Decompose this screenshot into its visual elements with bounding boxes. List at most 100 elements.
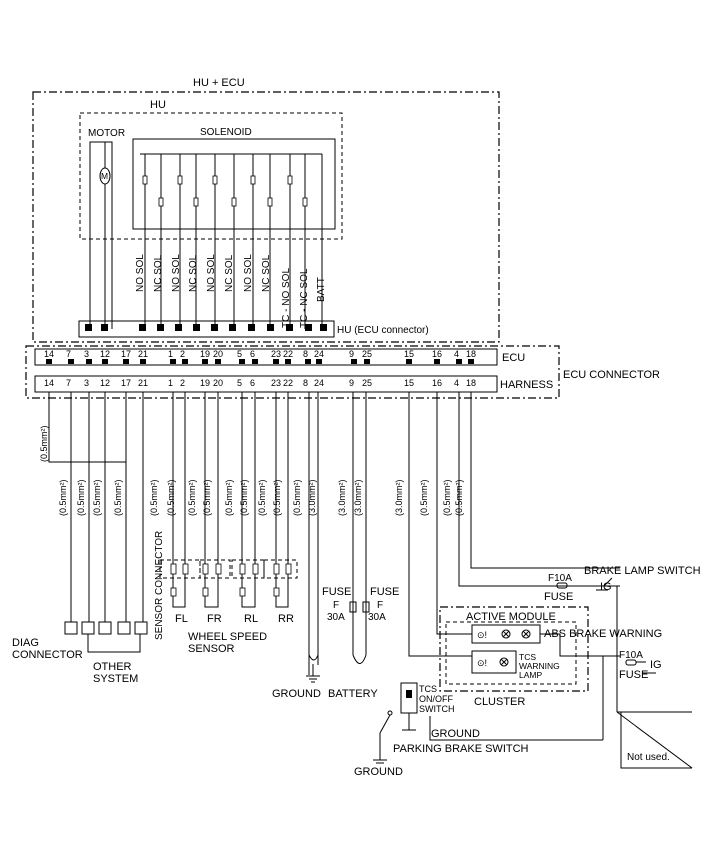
harness-pin-number: 23	[271, 378, 281, 388]
sensor-terminal	[239, 563, 246, 575]
solenoid-coil	[158, 197, 164, 207]
ecu-pin-terminal	[316, 359, 322, 364]
sensor-connector-box-fl	[159, 559, 201, 579]
ground-label: GROUND	[272, 688, 321, 700]
ecu-pin-terminal	[273, 359, 279, 364]
svg-text:⊙!: ⊙!	[477, 658, 487, 668]
solenoid-label-item: NC SOL	[153, 254, 164, 292]
ground-battery-wiring	[306, 392, 370, 683]
ecu-pin-number: 4	[454, 349, 459, 359]
solenoid-label-item: NO SOL	[135, 254, 146, 292]
solenoid-coil	[177, 175, 183, 185]
sensor-element	[202, 587, 209, 597]
solenoid-label-item: NC SOL	[224, 254, 235, 292]
not-used-label: Not used.	[627, 752, 670, 763]
wire-gauge: (3.0mm²)	[337, 480, 347, 517]
cluster-boundary	[439, 606, 589, 692]
ecu-pin-number: 18	[466, 349, 476, 359]
ecu-pin-number: 8	[303, 349, 308, 359]
ecu-pin-terminal	[406, 359, 412, 364]
hu-pin	[157, 324, 164, 331]
ecu-pin-number: 16	[432, 349, 442, 359]
wire-gauge: (0.5mm²)	[76, 480, 86, 517]
fuse-label-upper: FUSE	[544, 591, 573, 603]
ecu-pin-number: 17	[121, 349, 131, 359]
motor-label: MOTOR	[88, 128, 125, 139]
sensor-terminal	[273, 563, 280, 575]
ecu-pin-number: 23	[271, 349, 281, 359]
ecu-pin-terminal	[202, 359, 208, 364]
harness-pin-number: 17	[121, 378, 131, 388]
solenoid-coil	[287, 175, 293, 185]
harness-pin-number: 14	[44, 378, 54, 388]
harness-label: HARNESS	[500, 379, 553, 391]
solenoid-label-item: TC - NO SOL	[281, 268, 292, 328]
ecu-pin-terminal	[252, 359, 258, 364]
hu-pin	[211, 324, 218, 331]
ecu-pin-number: 25	[362, 349, 372, 359]
ecu-pin-number: 15	[404, 349, 414, 359]
ecu-pin-terminal	[456, 359, 462, 364]
wire-gauge: (0.5mm²)	[58, 480, 68, 517]
hu-label: HU	[150, 99, 166, 111]
sensor-element	[170, 587, 177, 597]
ecu-pin-number: 21	[138, 349, 148, 359]
sensor-element	[239, 587, 246, 597]
harness-pin-row	[34, 375, 498, 393]
hu-pin	[101, 324, 108, 331]
parking-brake-switch-label: PARKING BRAKE SWITCH	[393, 743, 529, 755]
wire-gauge: (0.5mm²)	[92, 480, 102, 517]
sensor-terminal	[252, 563, 259, 575]
hu-connector-pins	[85, 324, 327, 331]
solenoid-coil	[250, 175, 256, 185]
solenoid-label-item: TC - NC SOL	[299, 268, 310, 328]
harness-pin-number: 9	[349, 378, 354, 388]
ecu-pin-number: 9	[349, 349, 354, 359]
harness-pin-number: 2	[180, 378, 185, 388]
diag-bus-wire	[48, 392, 126, 463]
ecu-pin-number: 1	[168, 349, 173, 359]
hu-pin	[320, 324, 327, 331]
hu-pin	[175, 324, 182, 331]
sensor-element	[273, 587, 280, 597]
sensor-connector-box-rl	[231, 559, 265, 579]
ecu-pin-terminal	[215, 359, 221, 364]
harness-pin-number: 16	[432, 378, 442, 388]
ecu-pin-terminal	[285, 359, 291, 364]
sensor-terminal	[215, 563, 222, 575]
solenoid-label-item: NO SOL	[206, 254, 217, 292]
ecu-pin-terminal	[86, 359, 92, 364]
sensor-connector-box-rr	[263, 559, 298, 579]
sensor-connector-label: SENSOR CONNECTOR	[154, 531, 165, 640]
wire-gauge: (0.5mm²)	[419, 480, 429, 517]
ecu-pin-terminal	[102, 359, 108, 364]
solenoid-label: SOLENOID	[200, 127, 252, 138]
hu-connector	[78, 320, 335, 338]
wire-gauge: (0.5mm²)	[272, 480, 282, 517]
harness-pin-number: 4	[454, 378, 459, 388]
ecu-label: ECU	[502, 352, 525, 364]
wheel-speed-sensor-label: WHEEL SPEED SENSOR	[188, 631, 270, 655]
sensor-terminal	[170, 563, 177, 575]
wire-gauge: (0.5mm²)	[149, 480, 159, 517]
brake-lamp-switch-label: BRAKE LAMP SWITCH	[584, 565, 701, 577]
harness-pin-number: 1	[168, 378, 173, 388]
sensor-terminal	[285, 563, 292, 575]
solenoid-coil	[142, 175, 148, 185]
wheel-sensor-name: RL	[244, 613, 258, 625]
ecu-pin-number: 5	[237, 349, 242, 359]
ecu-pin-terminal	[68, 359, 74, 364]
harness-pin-number: 19	[200, 378, 210, 388]
ecu-pin-number: 20	[213, 349, 223, 359]
ecu-pin-terminal	[239, 359, 245, 364]
ecu-connector-label: ECU CONNECTOR	[563, 369, 660, 381]
hu-pin	[229, 324, 236, 331]
solenoid-coil	[212, 175, 218, 185]
ig-label-upper: IG	[600, 581, 612, 593]
solenoid-label-item: NC SOL	[188, 254, 199, 292]
ecu-pin-terminal	[351, 359, 357, 364]
